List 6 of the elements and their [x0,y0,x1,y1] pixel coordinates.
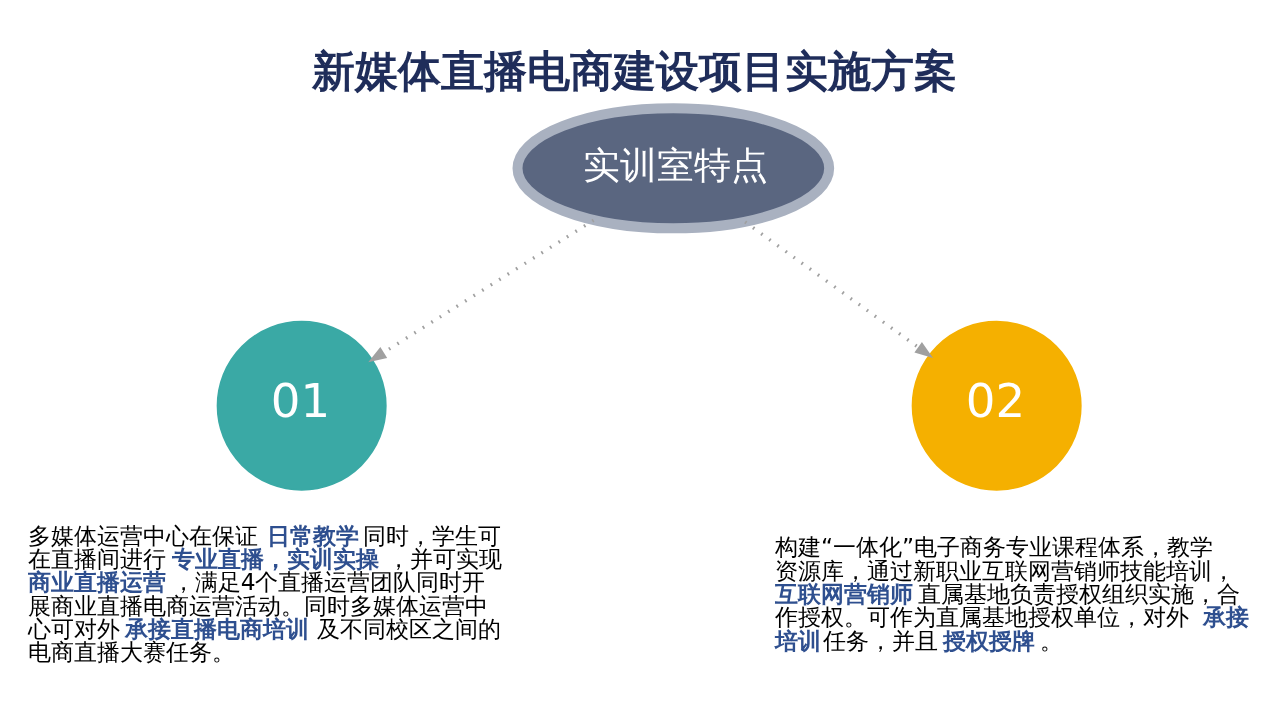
diagram-title: 新媒体直播电商建设项目实施方案 [311,46,957,97]
node-ellipse: 实训室特点 [512,103,835,234]
node-label: 构建“一体化”电子商务专业课程体系，教学资源库，通过新职业互联网营销师技能培训，互联网营销师直属基地负责授权组织实施，合作授权。可作为直属基地授权单位，对外承接培训任务，并且授权授牌。 [775,533,1250,655]
arrow [368,218,595,363]
arrow [744,220,934,359]
node-label: 多媒体运营中心在保证日常教学同时，学生可在直播间进行专业直播，实训实操，并可实现商业直播运营，满足4个直播运营团队同时开展商业直播电商运营活动。同时多媒体运营中心可对外承接直播电商培训及不同校区之间的电商直播大赛任务。 [28,521,502,667]
